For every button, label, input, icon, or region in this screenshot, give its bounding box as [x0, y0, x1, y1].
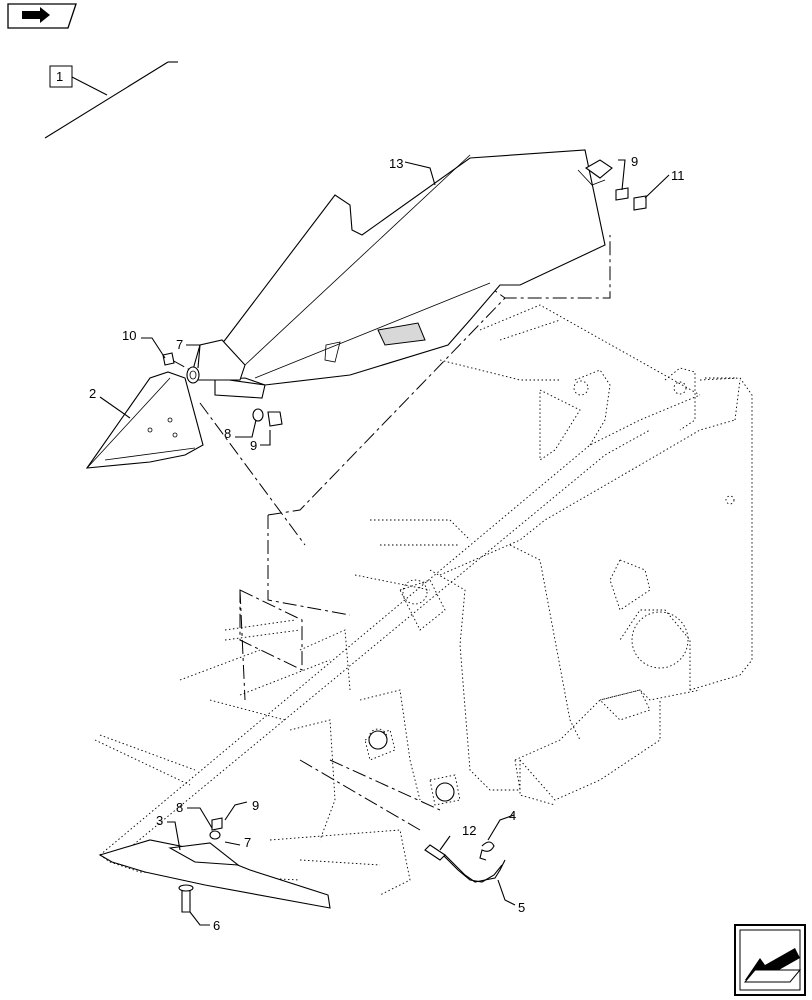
assembly-index-callout: 1 [44, 61, 178, 139]
callout-9-middle: 9 [250, 438, 257, 453]
leader-lines [99, 159, 670, 926]
hardware-upper [162, 187, 647, 427]
callout-7-lower: 7 [244, 835, 251, 850]
callout-5: 5 [518, 900, 525, 915]
header-frame [94, 304, 753, 896]
callout-4: 4 [509, 808, 516, 823]
callout-9-top: 9 [631, 154, 638, 169]
exploded-view-arrow-icon[interactable] [734, 924, 806, 996]
callout-labels: 2 3 4 5 6 7 7 8 8 9 9 9 10 11 12 13 [89, 154, 685, 933]
callout-2: 2 [89, 386, 96, 401]
lower-parts [98, 730, 506, 913]
book-arrow-icon[interactable] [7, 3, 77, 29]
callout-7-upper: 7 [176, 337, 183, 352]
callout-13: 13 [389, 156, 403, 171]
callout-11: 11 [671, 168, 685, 183]
callout-9-lower: 9 [252, 798, 259, 813]
callout-8-upper: 8 [224, 426, 231, 441]
callout-6: 6 [213, 918, 220, 933]
assembly-index-label: 1 [56, 69, 63, 84]
callout-10: 10 [122, 328, 136, 343]
part-2-nose-cone [85, 371, 204, 469]
callout-8-lower: 8 [176, 800, 183, 815]
callout-3: 3 [156, 813, 163, 828]
callout-12: 12 [462, 823, 476, 838]
part-13-shield [188, 149, 613, 399]
